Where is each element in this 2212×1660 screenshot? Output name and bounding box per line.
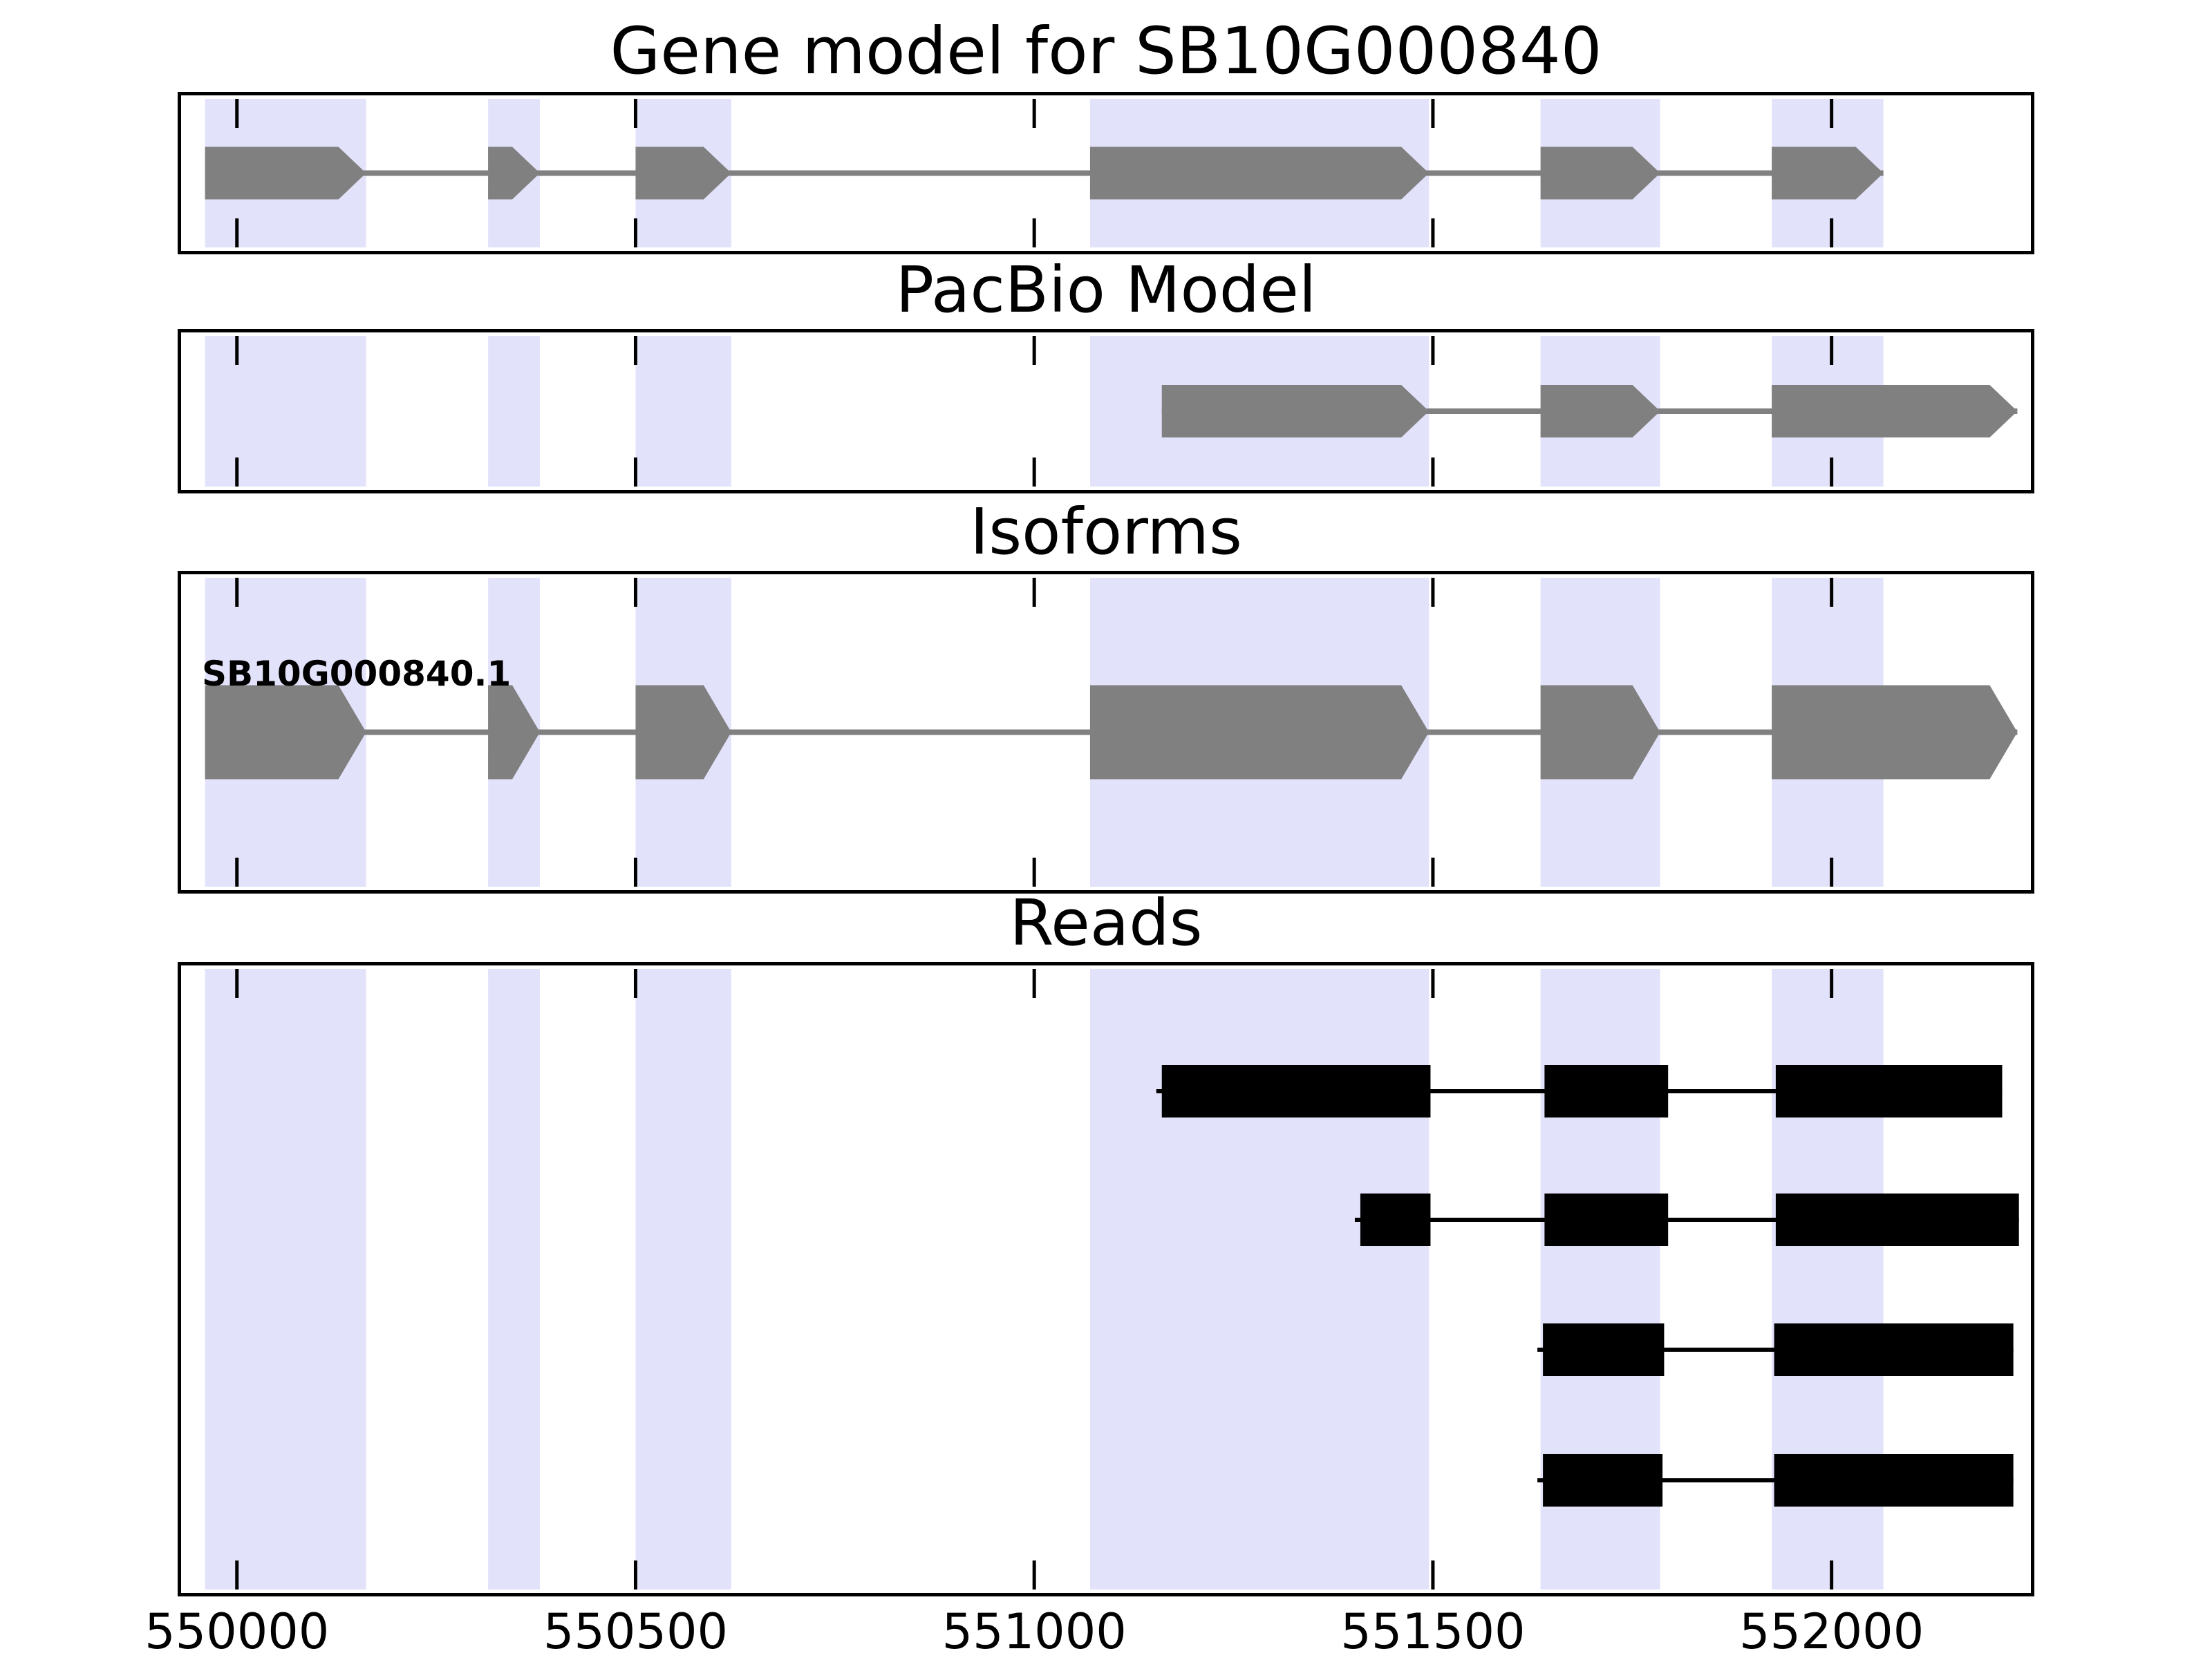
isoform-transcript-label: SB10G000840.1 — [202, 654, 512, 694]
pacbio-panel-title: PacBio Model — [895, 253, 1317, 327]
gene-model-panel — [178, 92, 2034, 254]
figure-title: Gene model for SB10G000840 — [610, 14, 1602, 89]
isoforms-panel — [178, 571, 2034, 894]
x-tick-label: 551000 — [941, 1603, 1127, 1660]
x-tick-label: 551500 — [1340, 1603, 1526, 1660]
x-tick-label: 552000 — [1739, 1603, 1924, 1660]
x-tick-label: 550500 — [543, 1603, 729, 1660]
reads-panel — [178, 962, 2034, 1596]
reads-panel-title: Reads — [1009, 886, 1203, 960]
pacbio-model-panel — [178, 329, 2034, 493]
isoforms-track — [205, 578, 2018, 887]
gene-model-track — [205, 99, 1884, 247]
reads-track — [205, 969, 2019, 1590]
isoforms-panel-title: Isoforms — [970, 495, 1242, 569]
x-tick-label: 550000 — [144, 1603, 330, 1660]
pacbio-model-track — [205, 336, 2018, 487]
